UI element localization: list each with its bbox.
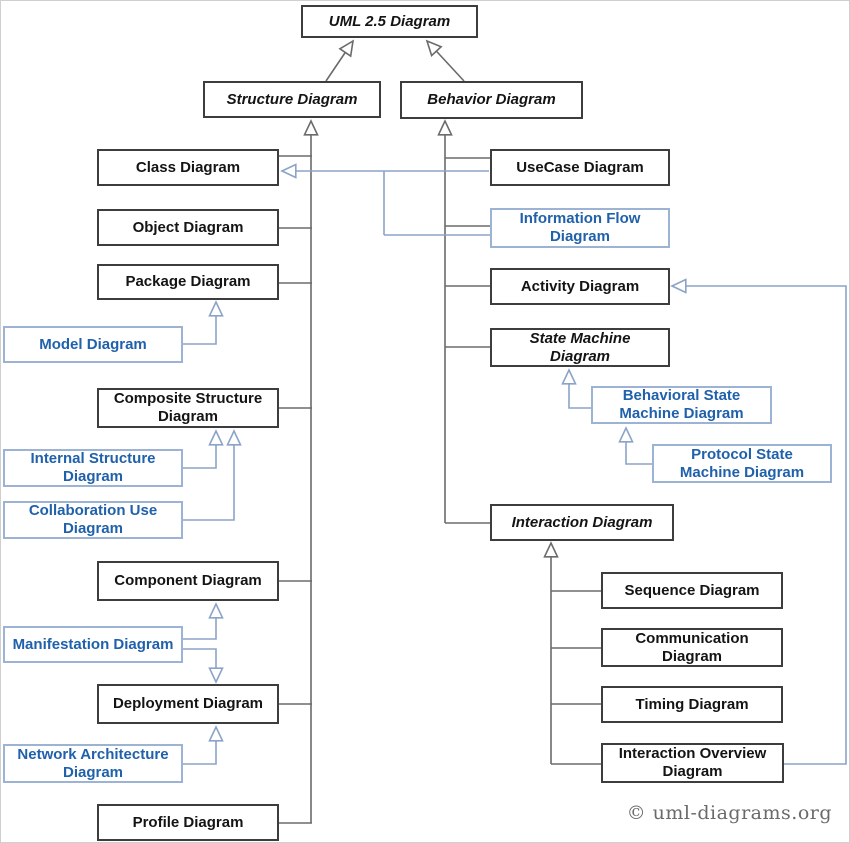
node-structure: Structure Diagram xyxy=(203,81,381,118)
edge-structure-to-uml xyxy=(325,39,355,82)
node-iod: Interaction Overview Diagram xyxy=(601,743,784,783)
node-class: Class Diagram xyxy=(97,149,279,186)
node-object: Object Diagram xyxy=(97,209,279,246)
node-manifestation: Manifestation Diagram xyxy=(3,626,183,663)
node-composite: Composite Structure Diagram xyxy=(97,388,279,428)
edge-protocol-to-behavioral xyxy=(618,426,652,465)
edge-model-to-package xyxy=(183,300,224,345)
node-infoflow: Information Flow Diagram xyxy=(490,208,670,248)
node-activity: Activity Diagram xyxy=(490,268,670,305)
node-behavioral: Behavioral State Machine Diagram xyxy=(591,386,772,424)
copyright: © uml-diagrams.org xyxy=(626,802,832,824)
edge-behavioral-to-statemachine xyxy=(561,368,591,409)
node-statemachine: State Machine Diagram xyxy=(490,328,670,367)
node-protocol: Protocol State Machine Diagram xyxy=(652,444,832,483)
node-network: Network Architecture Diagram xyxy=(3,744,183,783)
node-timing: Timing Diagram xyxy=(601,686,783,723)
edge-manifestation-to-component xyxy=(183,602,224,640)
edge-manifestation-to-deployment xyxy=(183,648,224,684)
edge-iod-to-activity xyxy=(670,278,847,765)
edge-collab-to-composite xyxy=(183,429,242,521)
edge-internal-to-composite xyxy=(183,429,224,469)
node-sequence: Sequence Diagram xyxy=(601,572,783,609)
node-model: Model Diagram xyxy=(3,326,183,363)
node-profile: Profile Diagram xyxy=(97,804,279,841)
node-collaboration: Collaboration Use Diagram xyxy=(3,501,183,539)
node-interaction: Interaction Diagram xyxy=(490,504,674,541)
node-component: Component Diagram xyxy=(97,561,279,601)
node-deployment: Deployment Diagram xyxy=(97,684,279,724)
node-communication: Communication Diagram xyxy=(601,628,783,667)
edge-behavior-to-uml xyxy=(425,39,465,82)
node-usecase: UseCase Diagram xyxy=(490,149,670,186)
node-uml: UML 2.5 Diagram xyxy=(301,5,478,38)
node-internal: Internal Structure Diagram xyxy=(3,449,183,487)
node-package: Package Diagram xyxy=(97,264,279,300)
node-behavior: Behavior Diagram xyxy=(400,81,583,119)
edge-network-to-deployment xyxy=(183,725,224,765)
